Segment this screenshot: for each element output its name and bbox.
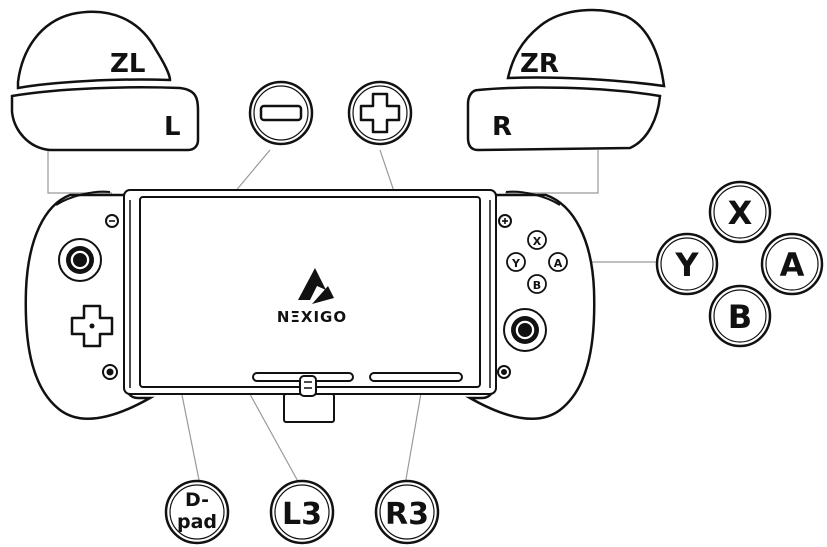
right-vent (370, 373, 462, 381)
capture-button (103, 365, 117, 379)
zr-label: ZR (520, 49, 559, 79)
right-stick (504, 309, 546, 351)
y-button-callout: Y (657, 234, 717, 294)
a-button-callout: A (762, 234, 822, 294)
r-bumper: R (468, 88, 660, 150)
a-label: A (780, 246, 805, 284)
dpad-callout: D- pad (166, 481, 228, 543)
l3-callout: L3 (271, 481, 333, 543)
y-label: Y (674, 246, 699, 284)
l-leader-line (48, 150, 112, 193)
minus-callout (250, 82, 312, 144)
svg-text:A: A (554, 257, 563, 270)
b-label: B (728, 298, 752, 336)
svg-text:X: X (533, 235, 542, 248)
dpad-label-line2: pad (177, 511, 217, 533)
r3-callout: R3 (376, 481, 438, 543)
usb-dock (284, 394, 334, 422)
home-button (498, 366, 510, 378)
minus-button (106, 215, 118, 227)
left-stick (59, 239, 101, 281)
brand-name: NΞXIGO (277, 308, 347, 326)
l-bumper: L (12, 87, 198, 150)
x-label: X (728, 194, 753, 232)
minus-icon (261, 106, 301, 120)
r3-label: R3 (385, 497, 429, 532)
svg-text:Y: Y (511, 257, 521, 270)
dpad-label-line1: D- (185, 489, 209, 511)
zl-label: ZL (110, 49, 145, 79)
controller: NΞXIGO (26, 190, 594, 422)
r-label: R (492, 112, 512, 142)
plus-button (499, 215, 511, 227)
zr-trigger: ZR (508, 10, 664, 86)
x-button-callout: X (710, 182, 770, 242)
b-button-callout: B (710, 286, 770, 346)
r-leader-line (505, 150, 598, 193)
plus-callout (349, 82, 411, 144)
l-label: L (164, 112, 181, 142)
zl-trigger: ZL (18, 12, 170, 88)
svg-text:B: B (533, 279, 541, 292)
l3-label: L3 (282, 497, 322, 532)
